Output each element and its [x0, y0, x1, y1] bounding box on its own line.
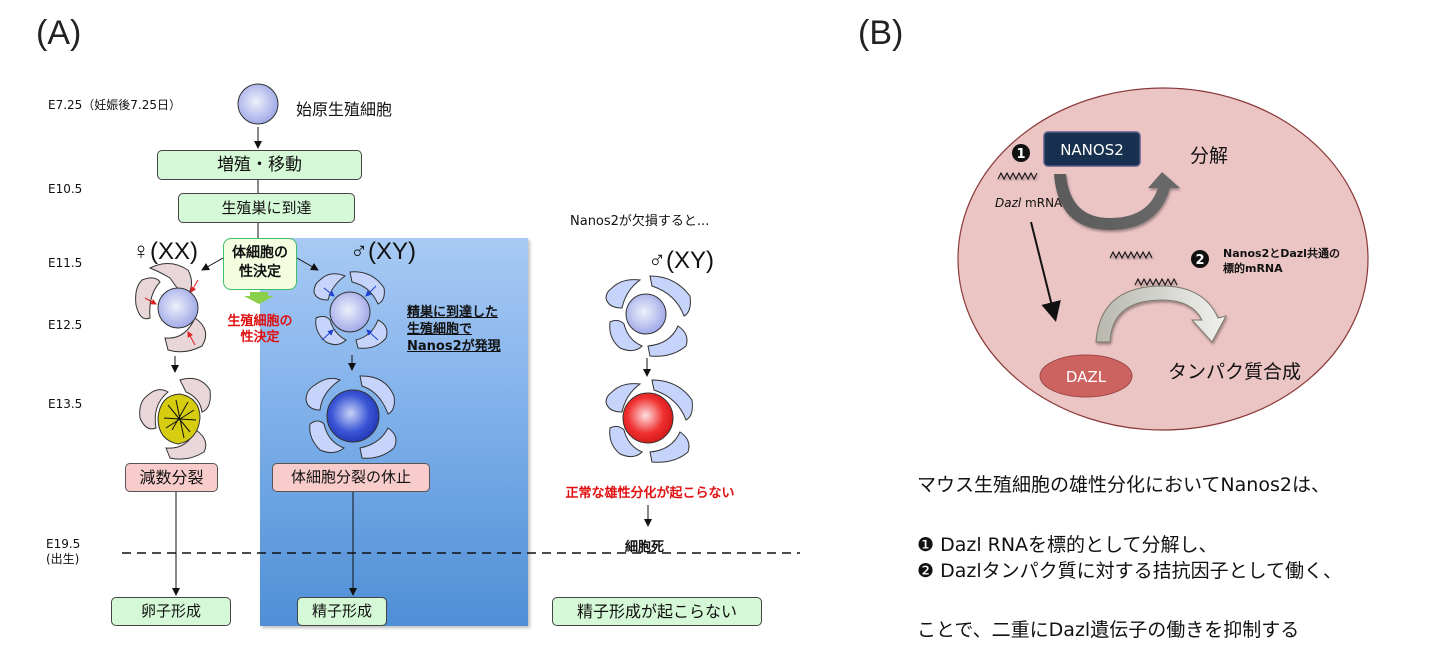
note-line-1: 精巣に到達した [407, 305, 499, 320]
primordial-germ-cell [237, 83, 279, 125]
summary-line-3: ❷ Dazlタンパク質に対する拮抗因子として働く、 [917, 560, 1343, 582]
spermatogenesis-box: 精子形成 [297, 597, 387, 626]
stage-e115: E11.5 [48, 256, 83, 270]
dazl-label: DAZL [1066, 368, 1107, 386]
somatic-sex-line1: 体細胞の [232, 245, 288, 261]
stage-e125: E12.5 [48, 318, 83, 332]
target-mrna-squiggle-1 [1109, 250, 1153, 260]
stage-e195-birth: (出生) [46, 552, 80, 566]
stage-e105: E10.5 [48, 182, 83, 196]
somatic-sex-line2: 性決定 [239, 264, 281, 280]
note-line-3: Nanos2が発現 [407, 339, 501, 354]
reach-gonad-box: 生殖巣に到達 [178, 193, 355, 223]
protein-synthesis-label: タンパク質合成 [1168, 361, 1301, 383]
arrow-to-male [296, 257, 319, 271]
stage-e725: E7.25（妊娠後7.25日） [48, 98, 182, 112]
female-xx-label: ♀(XX) [132, 238, 198, 265]
degradation-arrow-icon [1054, 172, 1180, 230]
female-germ-cell-e125 [135, 263, 207, 353]
arrow-to-female [201, 257, 224, 271]
panel-b-label: (B) [858, 14, 904, 52]
mrna-suffix: mRNA [1021, 196, 1063, 210]
germ-sex-line1: 生殖細胞の [227, 314, 293, 329]
translation-arrow [1030, 221, 1061, 322]
protein-synthesis-arrow-icon [1095, 285, 1227, 343]
proliferation-migration-box: 増殖・移動 [157, 150, 362, 180]
dazl-italic: Dazl [995, 196, 1022, 210]
nanos2-expression-note: 精巣に到達した 生殖細胞で Nanos2が発現 [407, 304, 501, 355]
germ-sex-determination-label: 生殖細胞の 性決定 [220, 314, 300, 346]
cell-body [957, 87, 1369, 431]
knockout-dying-cell [605, 379, 693, 463]
stage-e195-day: E19.5 [46, 537, 81, 551]
summary-line-2: ❶ Dazl RNAを標的として分解し、 [917, 534, 1218, 556]
stage-e195: E19.5 (出生) [46, 537, 80, 567]
dazl-mrna-squiggle [997, 171, 1038, 181]
no-spermatogenesis-box: 精子形成が起こらない [552, 597, 762, 626]
step-1-number: 1 [1016, 147, 1025, 162]
knockout-germ-cell-e125 [605, 275, 691, 357]
dazl-mrna-label: Dazl mRNA [995, 196, 1063, 210]
summary-line-4: ことで、二重にDazl遺伝子の働きを抑制する [917, 619, 1300, 641]
step-2-number: 2 [1195, 253, 1204, 268]
target-mrna-squiggle-2 [1134, 277, 1178, 287]
nanos2-label: NANOS2 [1060, 141, 1124, 159]
germ-sex-line2: 性決定 [240, 330, 280, 345]
meiosis-box: 減数分裂 [125, 463, 218, 492]
panel-a-graphics [122, 83, 800, 596]
primordial-germ-cell-label: 始原生殖細胞 [296, 100, 393, 119]
male-arrested-cell [305, 375, 397, 459]
male-germ-cell-e125 [313, 271, 388, 349]
male-pathway-region [260, 238, 528, 626]
green-down-arrow-icon [244, 292, 274, 304]
abnormal-male-differentiation-label: 正常な雄性分化が起こらない [565, 486, 735, 501]
common-target-line2: 標的mRNA [1223, 261, 1283, 275]
oogenesis-box: 卵子形成 [111, 597, 231, 626]
degradation-label: 分解 [1190, 145, 1228, 167]
nanos2-protein-box [1043, 131, 1141, 167]
cell-death-label: 細胞死 [625, 540, 665, 555]
somatic-sex-determination-box: 体細胞の 性決定 [223, 238, 297, 290]
panel-b-diagram: NANOS2 1 Dazl mRNA 分解 2 Nanos2とDazl共通の 標… [957, 87, 1369, 431]
step-1-marker-icon [1012, 144, 1030, 162]
male-xy-label: ♂(XY) [350, 238, 416, 265]
summary-line-1: マウス生殖細胞の雄性分化においてNanos2は、 [917, 474, 1330, 496]
knockout-male-xy-label: ♂(XY) [648, 247, 714, 274]
nanos2-knockout-title: Nanos2が欠損すると... [570, 214, 710, 229]
female-meiotic-cell [139, 377, 211, 460]
dazl-protein [1039, 354, 1133, 398]
stage-e135: E13.5 [48, 397, 83, 411]
panel-a-label: (A) [36, 14, 82, 52]
mitotic-arrest-box: 体細胞分裂の休止 [272, 463, 430, 492]
note-line-2: 生殖細胞で [407, 322, 473, 337]
common-target-line1: Nanos2とDazl共通の [1223, 246, 1340, 260]
step-2-marker-icon [1191, 250, 1209, 268]
